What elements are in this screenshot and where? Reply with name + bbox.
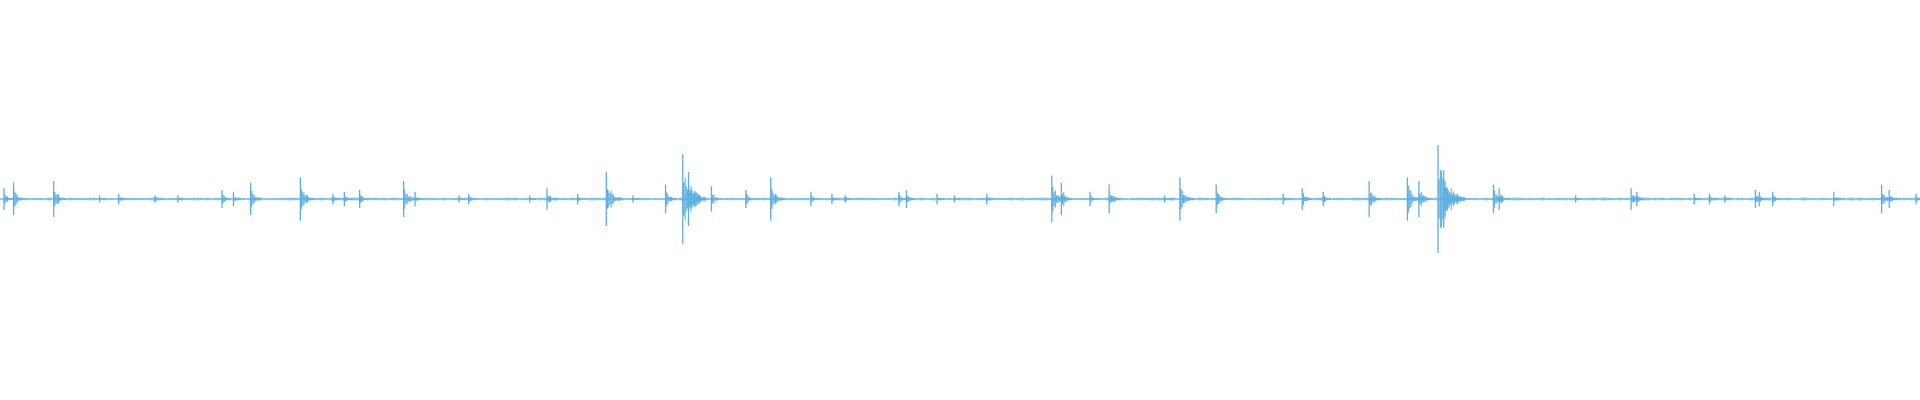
waveform-peak <box>249 182 262 216</box>
waveform-peak <box>98 195 107 203</box>
waveform-peak <box>332 193 341 205</box>
waveform-peak <box>1636 191 1645 207</box>
waveform-peak <box>232 191 242 207</box>
waveform-peak <box>1708 193 1718 205</box>
waveform-peak <box>745 190 755 208</box>
waveform-peak <box>1771 191 1781 207</box>
waveform-peak <box>986 193 995 205</box>
waveform-peak <box>1498 188 1510 210</box>
waveform-peak <box>1051 175 1067 223</box>
waveform-peak <box>905 190 916 208</box>
waveform-peak <box>343 191 353 207</box>
waveform-peak <box>898 191 907 207</box>
waveform-peak <box>467 193 477 205</box>
waveform-peak <box>605 172 623 226</box>
waveform-peak <box>710 186 722 212</box>
waveform-peak <box>154 195 162 203</box>
waveform-peak <box>1108 184 1121 214</box>
waveform-peak <box>1322 191 1331 207</box>
waveform-peak <box>1163 195 1172 203</box>
waveform-peak <box>1888 190 1899 208</box>
waveform-peak <box>1368 181 1382 217</box>
waveform-peak <box>1060 182 1073 216</box>
waveform-peak <box>632 195 640 203</box>
waveform-peak <box>1915 193 1920 205</box>
waveform-peak <box>53 181 67 217</box>
waveform-peak <box>458 195 466 203</box>
waveform-peak <box>529 195 537 203</box>
waveform-peak <box>1833 191 1842 207</box>
waveform-peak <box>1456 193 1465 205</box>
waveform-peak <box>936 193 945 205</box>
waveform-peak <box>12 182 25 216</box>
waveform-peak <box>1215 184 1228 214</box>
waveform-peak <box>770 177 785 221</box>
waveform-peak <box>1724 195 1732 203</box>
waveform-peak <box>1301 188 1313 210</box>
waveform-peak <box>546 188 558 210</box>
waveform-peak <box>953 195 961 203</box>
waveform-peak <box>1693 193 1702 205</box>
waveform-peak <box>576 193 586 205</box>
waveform-peak <box>831 193 840 205</box>
waveform-peak <box>221 190 231 208</box>
waveform-peak <box>414 191 423 207</box>
waveform-peak <box>3 188 15 210</box>
waveform-peak <box>299 177 315 221</box>
waveform-peak <box>810 191 819 207</box>
waveform-peak <box>1443 170 1462 228</box>
waveform-peak <box>1758 191 1767 207</box>
waveform-peak <box>664 184 677 214</box>
waveform-peak <box>1406 177 1422 221</box>
waveform-peak <box>402 181 417 217</box>
waveform-peak <box>177 195 185 203</box>
waveform-peak <box>1089 191 1098 207</box>
waveform-peak <box>358 190 369 208</box>
waveform-peak <box>687 172 705 226</box>
waveform-peak <box>1282 193 1291 205</box>
waveform-peak <box>1575 195 1583 203</box>
waveform-peak <box>118 193 127 205</box>
waveform-peak <box>1179 177 1194 221</box>
waveform-peak <box>1418 181 1432 217</box>
waveform-peak <box>844 195 852 203</box>
